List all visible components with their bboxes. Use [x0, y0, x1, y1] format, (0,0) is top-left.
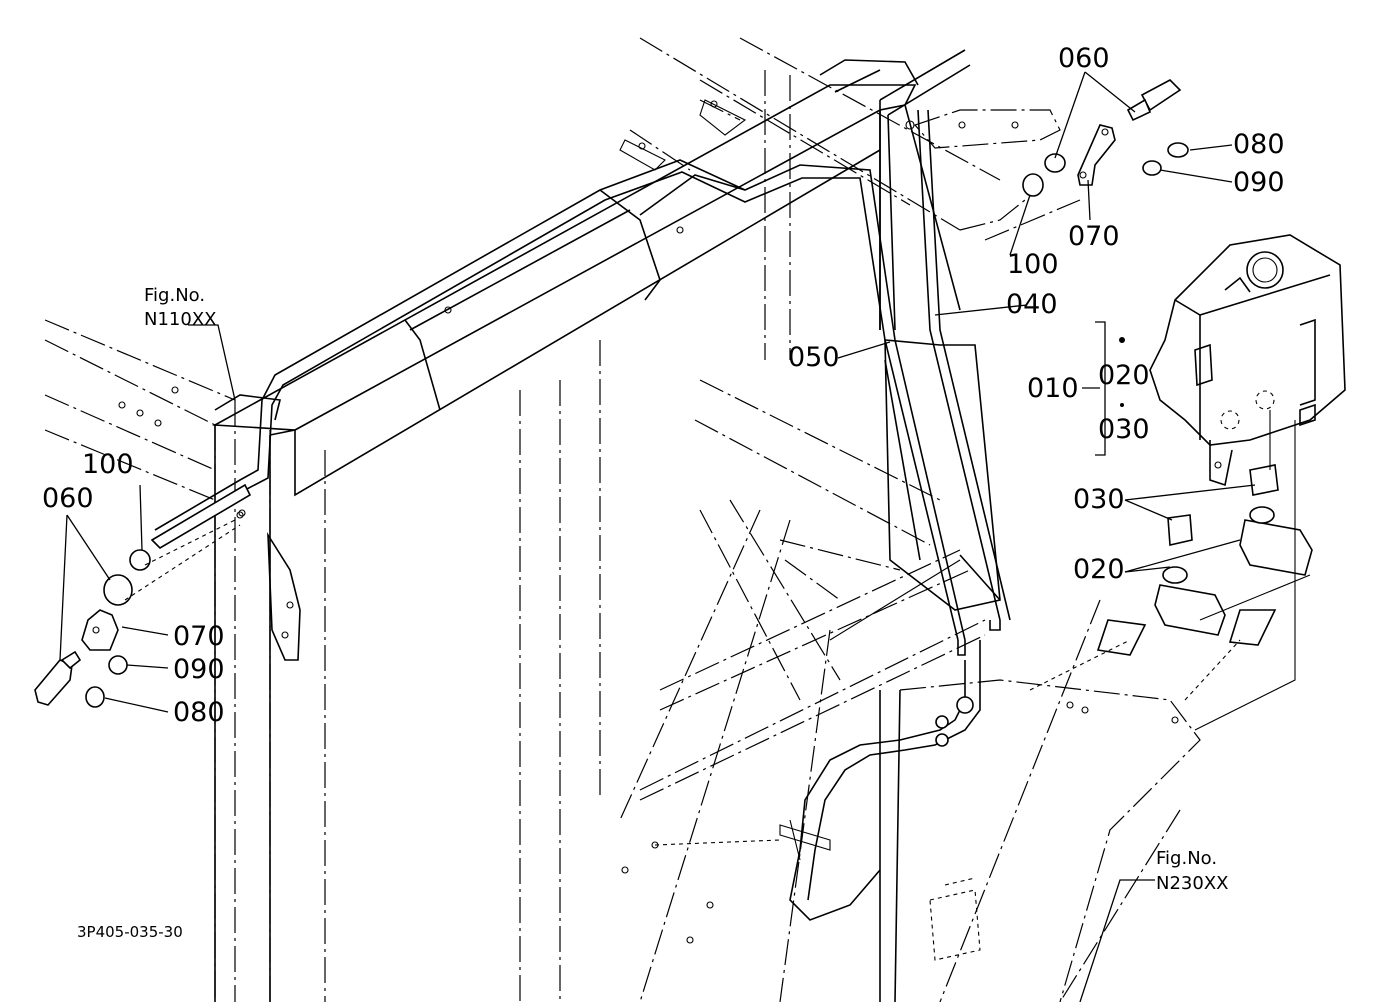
callout-070-top: 070 [1068, 221, 1120, 252]
callout-090-left: 090 [173, 654, 225, 685]
fig-ref-left-line2: N110XX [144, 309, 216, 330]
cab-frame-phantom [44, 37, 1181, 1002]
callout-060-left: 060 [42, 483, 94, 514]
leader-lines [59, 71, 1256, 1002]
callout-030-grommets: 030 [1073, 484, 1125, 515]
callout-030-group: 030 [1098, 414, 1150, 445]
callout-080-top: 080 [1233, 129, 1285, 160]
figure-reference-right: Fig.No. N230XX [1156, 848, 1228, 894]
callout-010: 010 [1027, 373, 1079, 404]
top-fastener-group [905, 79, 1189, 241]
wiper-arm-assembly [621, 640, 1201, 1002]
washer-hose-050 [154, 49, 1011, 656]
fig-ref-right-line1: Fig.No. [1156, 848, 1217, 869]
figure-reference-left: Fig.No. N110XX [144, 285, 216, 330]
callout-100-left: 100 [82, 449, 134, 480]
callout-100-top: 100 [1007, 249, 1059, 280]
callout-060-top: 060 [1058, 43, 1110, 74]
callout-070-left: 070 [173, 621, 225, 652]
left-post [118, 386, 301, 1002]
callout-040: 040 [1006, 289, 1058, 320]
left-fastener-group [34, 483, 252, 708]
washer-tank [1149, 234, 1346, 487]
fig-ref-right-line2: N230XX [1156, 873, 1228, 894]
part-callouts: 060 080 090 070 100 040 050 010 020 030 … [42, 43, 1285, 728]
callout-020-group: 020 [1098, 360, 1150, 391]
callout-090-top: 090 [1233, 167, 1285, 198]
drawing-code: 3P405-035-30 [77, 923, 183, 941]
roof-header-beam [212, 59, 961, 497]
washer-pumps [1029, 410, 1313, 731]
callout-050: 050 [788, 342, 840, 373]
callout-020-pumps: 020 [1073, 554, 1125, 585]
callout-080-left: 080 [173, 697, 225, 728]
fig-ref-left-line1: Fig.No. [144, 285, 205, 306]
